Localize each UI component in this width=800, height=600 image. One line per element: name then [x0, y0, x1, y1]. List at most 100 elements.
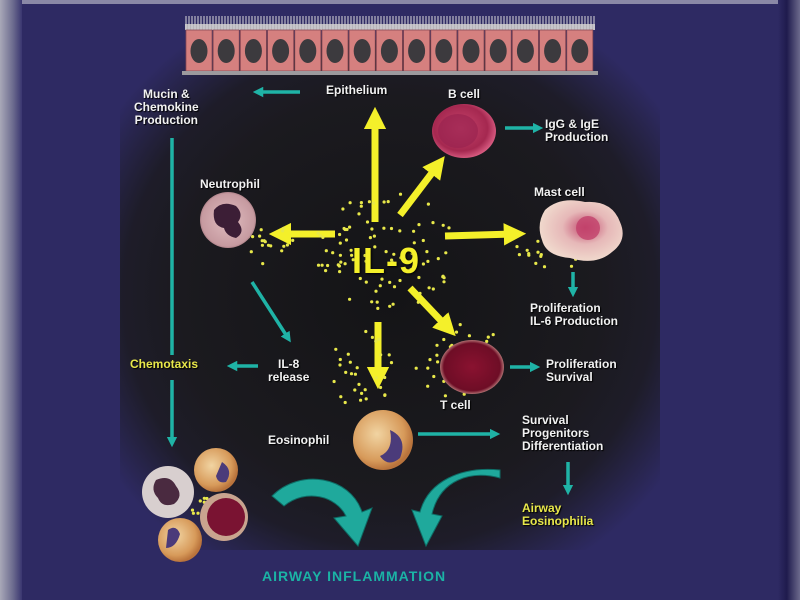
il9-particle [486, 335, 490, 339]
il9-particle [372, 234, 376, 238]
il9-particle [409, 268, 413, 272]
il9-particle [367, 200, 371, 204]
il9-particle [353, 372, 357, 376]
epithelial-nucleus [408, 39, 426, 63]
il9-particle [367, 248, 371, 253]
il9-particle [421, 262, 425, 266]
eos-out-line-2: Progenitors [522, 426, 590, 440]
il9-particle [462, 392, 466, 396]
il9-particle [258, 234, 262, 238]
label-mast-cell: Mast cell [534, 185, 585, 199]
il9-particle [365, 220, 370, 224]
il9-particle [285, 243, 289, 247]
il9-particle [432, 374, 436, 379]
il9-particle [249, 250, 253, 254]
airway-eos-line-2: Eosinophilia [522, 514, 594, 528]
il9-particle [417, 223, 421, 227]
epithelial-nucleus [190, 39, 208, 63]
il9-particle [435, 343, 439, 347]
il9-particle [426, 202, 430, 206]
il9-particle [338, 270, 342, 274]
il9-particle [515, 245, 519, 249]
il9-particle [371, 201, 376, 205]
il9-particle [431, 221, 435, 225]
igg-line-2: Production [545, 130, 609, 144]
il9-particle [417, 275, 421, 280]
il9-particle [198, 499, 202, 503]
label-il8: IL-8 release [268, 358, 309, 384]
il9-particle [281, 229, 285, 233]
epithelial-nucleus [380, 39, 398, 63]
label-igg: IgG & IgE Production [545, 118, 608, 144]
il9-particle [377, 337, 381, 341]
il9-particle [351, 258, 355, 262]
il9-particle [374, 376, 378, 380]
il9-particle [392, 252, 396, 256]
epithelial-nucleus [326, 39, 344, 63]
t-out-line-2: Survival [546, 370, 593, 384]
epithelial-nucleus [353, 39, 371, 63]
il9-particle [425, 250, 429, 254]
il9-particle [261, 262, 265, 266]
il9-particle [390, 258, 394, 262]
label-mast-outcome: Proliferation IL-6 Production [530, 302, 618, 328]
il9-particle [350, 253, 354, 257]
il9-particle [416, 300, 420, 304]
label-b-cell: B cell [448, 87, 481, 101]
il9-particle [382, 200, 386, 204]
il9-particle [386, 200, 390, 204]
il9-particle [316, 263, 321, 267]
il8-line-1: IL-8 [278, 357, 300, 371]
il9-particle [324, 269, 328, 273]
il9-particle [363, 388, 367, 392]
arrow-neutrophil-to-il8 [250, 281, 291, 343]
il9-particle [353, 388, 357, 392]
label-eosinophil: Eosinophil [268, 433, 330, 447]
il9-particle [205, 496, 209, 501]
il9-particle [569, 264, 574, 268]
epithelial-nucleus [244, 39, 262, 63]
il9-particle [392, 285, 397, 289]
label-t-cell: T cell [440, 398, 471, 412]
label-chemotaxis: Chemotaxis [130, 357, 199, 371]
il9-particle [363, 253, 367, 258]
il9-particle [260, 243, 264, 247]
il9-particle [370, 300, 374, 304]
il9-particle [421, 238, 425, 243]
il9-particle [517, 253, 522, 257]
il9-particle [338, 241, 342, 245]
mucin-line-3: Production [134, 113, 198, 127]
mucin-line-2: Chemokine [134, 100, 199, 114]
epithelial-nucleus [272, 39, 290, 63]
il9-particle [389, 226, 394, 231]
label-t-outcome: Proliferation Survival [546, 358, 617, 384]
il9-particle [349, 372, 354, 376]
il9-particle [190, 508, 195, 512]
il9-particle [263, 240, 267, 244]
epithelial-nucleus [516, 39, 534, 63]
label-mucin: Mucin & Chemokine Production [134, 88, 199, 127]
il9-particle [324, 249, 328, 253]
il9-particle [338, 232, 342, 237]
epithelial-cell [185, 29, 213, 72]
il9-particle [326, 263, 330, 268]
il9-particle [346, 352, 350, 356]
il9-particle [447, 226, 451, 230]
il9-arrows [268, 106, 527, 390]
il9-particle [380, 277, 384, 281]
il9-particle [436, 257, 440, 261]
footer-airway-inflammation: AIRWAY INFLAMMATION [262, 568, 447, 584]
il9-particle [426, 384, 430, 388]
epithelial-nucleus [299, 39, 317, 63]
label-neutrophil: Neutrophil [200, 177, 260, 191]
il9-particle [316, 231, 320, 235]
il9-particle [412, 241, 416, 245]
il9-particle [332, 379, 336, 384]
il9-particle [348, 201, 352, 205]
il9-particle [388, 304, 392, 308]
il9-particle [343, 400, 347, 405]
il9-particle [435, 353, 439, 357]
il9-particle [536, 250, 540, 254]
il9-particle [491, 333, 495, 337]
epithelial-cell [457, 29, 485, 72]
